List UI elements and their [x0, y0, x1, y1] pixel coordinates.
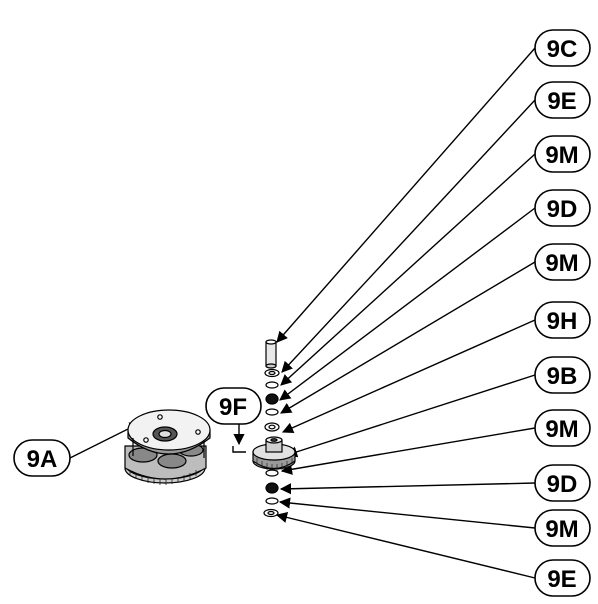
callout-label: 9D	[547, 471, 578, 498]
part-9d-bearing-top	[265, 393, 279, 405]
leader-9c	[276, 47, 536, 343]
callout-9m-2: 9M	[534, 243, 591, 281]
callout-9b: 9B	[534, 356, 591, 394]
leader-9h	[281, 319, 536, 434]
part-9c-pin	[265, 339, 277, 369]
leader-lines	[69, 47, 536, 579]
leader-9m-4	[278, 497, 536, 529]
leader-9e-bottom	[275, 511, 536, 579]
callout-9m-3: 9M	[534, 409, 591, 447]
callout-9c: 9C	[534, 29, 591, 67]
leader-9e-top	[281, 99, 536, 373]
leader-9d-bottom	[279, 482, 536, 495]
leader-9d-top	[279, 207, 536, 401]
part-9m-ring-2	[265, 408, 279, 416]
callout-9m-4: 9M	[534, 509, 591, 547]
part-9f-bracket	[232, 446, 246, 453]
part-9m-ring-1	[265, 381, 279, 389]
part-9m-ring-3	[265, 469, 279, 477]
part-9e-washer-top	[264, 368, 280, 378]
callout-9m-1: 9M	[534, 135, 591, 173]
callout-label: 9B	[547, 363, 578, 390]
callout-label: 9E	[547, 88, 576, 115]
callout-label: 9M	[545, 250, 578, 277]
leader-9b	[285, 374, 536, 458]
callout-9f: 9F	[205, 387, 262, 425]
callout-label: 9M	[545, 516, 578, 543]
part-9e-washer-bottom	[263, 508, 279, 518]
leader-9m-2	[280, 261, 536, 414]
callout-label: 9M	[545, 142, 578, 169]
callouts: 9C 9E 9M 9D 9M 9H 9B 9M	[13, 29, 591, 597]
leader-9m-1	[280, 153, 536, 386]
callout-9h: 9H	[534, 301, 591, 339]
callout-9a: 9A	[13, 439, 71, 477]
leader-9m-3	[280, 427, 536, 475]
callout-9e-bottom: 9E	[534, 559, 591, 597]
part-9d-bearing-bottom	[265, 482, 279, 494]
callout-label: 9M	[545, 416, 578, 443]
callout-label: 9E	[547, 566, 576, 593]
part-9b-gear	[252, 436, 296, 471]
callout-label: 9H	[547, 308, 578, 335]
callout-9e-top: 9E	[534, 81, 591, 119]
callout-9d-top: 9D	[534, 189, 591, 227]
part-9a-gear-assembly	[124, 409, 211, 485]
callout-label: 9A	[27, 446, 58, 473]
callout-label: 9D	[547, 196, 578, 223]
part-9h-washer	[264, 422, 280, 432]
part-9m-ring-4	[265, 497, 279, 505]
callout-9d-bottom: 9D	[534, 464, 591, 502]
callout-label: 9C	[547, 36, 578, 63]
callout-label: 9F	[219, 394, 247, 421]
